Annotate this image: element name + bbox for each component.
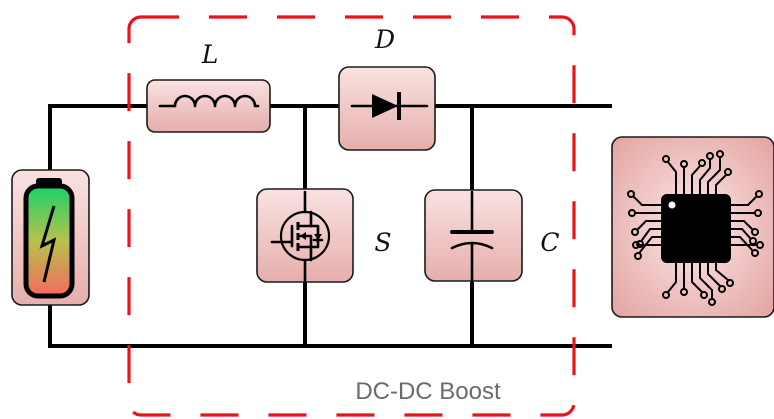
battery-icon xyxy=(23,178,75,299)
switch-label: S xyxy=(374,228,391,257)
inductor-label: L xyxy=(201,40,219,69)
mosfet-icon xyxy=(270,190,331,283)
region-label: DC-DC Boost xyxy=(355,378,501,405)
diode-icon xyxy=(350,92,429,120)
dc-dc-boost-region: DC-DC Boost xyxy=(127,15,576,417)
battery-component xyxy=(11,169,90,306)
capacitor-component: C xyxy=(424,189,560,283)
capacitor-icon xyxy=(450,190,494,283)
switch-component: S xyxy=(256,188,392,283)
inductor-component: L xyxy=(146,40,271,133)
capacitor-label: C xyxy=(540,228,559,257)
load-component xyxy=(611,136,774,318)
microchip-icon xyxy=(627,150,764,306)
inductor-icon xyxy=(158,94,260,108)
diode-label: D xyxy=(374,25,395,54)
diode-component: D xyxy=(338,25,436,151)
